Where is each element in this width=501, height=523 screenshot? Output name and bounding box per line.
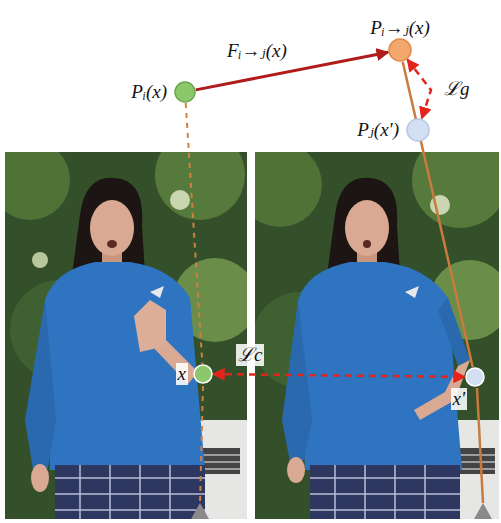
point-source: Pᵢ(x) (174, 81, 196, 103)
ray-extension (200, 386, 203, 503)
mouth (107, 240, 117, 248)
face (90, 200, 134, 256)
geometric-loss (407, 59, 431, 118)
loss-label: ℒc (236, 344, 264, 366)
sky-patch (32, 252, 48, 268)
ray-extension (477, 388, 483, 503)
color-loss (213, 374, 465, 377)
hand (31, 464, 49, 492)
point-dot (466, 368, 484, 386)
shirt (298, 262, 462, 470)
mouth (363, 240, 371, 248)
face (345, 200, 389, 256)
shorts (55, 465, 205, 519)
loss-label: ℒg (442, 78, 472, 100)
foliage (255, 152, 322, 227)
frame-right (255, 152, 499, 519)
point-label: x' (451, 388, 468, 410)
point-label: x (176, 363, 188, 385)
flow-arrow (196, 52, 388, 90)
hand (287, 457, 305, 483)
point-shape (193, 364, 213, 384)
point-dot (389, 39, 411, 61)
projection-ray (186, 103, 203, 364)
car-grille (200, 448, 240, 474)
frame-left (5, 152, 247, 519)
point-dot (194, 365, 212, 383)
point-label: Pᵢ(x) (129, 81, 169, 103)
plaid (310, 465, 460, 519)
point-target: Pⱼ(x') (406, 118, 430, 142)
pixel-target: x' (465, 367, 485, 387)
point-label: Pᵢ→ⱼ(x) (368, 17, 432, 39)
shirt (45, 262, 205, 470)
sky-patch (170, 190, 190, 210)
camera-marker (474, 503, 492, 519)
point-label: Pⱼ(x') (355, 119, 401, 141)
arm (282, 300, 312, 462)
plaid (55, 465, 205, 519)
point-shape (465, 367, 485, 387)
point-dot (175, 82, 195, 102)
point-shape (174, 81, 196, 103)
raised-hand (134, 300, 166, 352)
car-grille-bars (200, 455, 240, 469)
projection-ray (403, 62, 473, 368)
pixel-source: x (193, 364, 213, 384)
foliage (155, 152, 245, 220)
foliage (5, 152, 70, 220)
point-warped: Pᵢ→ⱼ(x) (388, 38, 412, 62)
arm (25, 300, 56, 470)
camera-marker (191, 503, 209, 519)
forearm (414, 360, 470, 420)
point-dot (407, 119, 429, 141)
loss-label: Fᵢ→ⱼ(x) (225, 40, 289, 62)
shorts (310, 465, 460, 519)
point-shape (406, 118, 430, 142)
point-shape (388, 38, 412, 62)
shirt-logo (150, 286, 164, 298)
shirt-logo (405, 286, 419, 298)
